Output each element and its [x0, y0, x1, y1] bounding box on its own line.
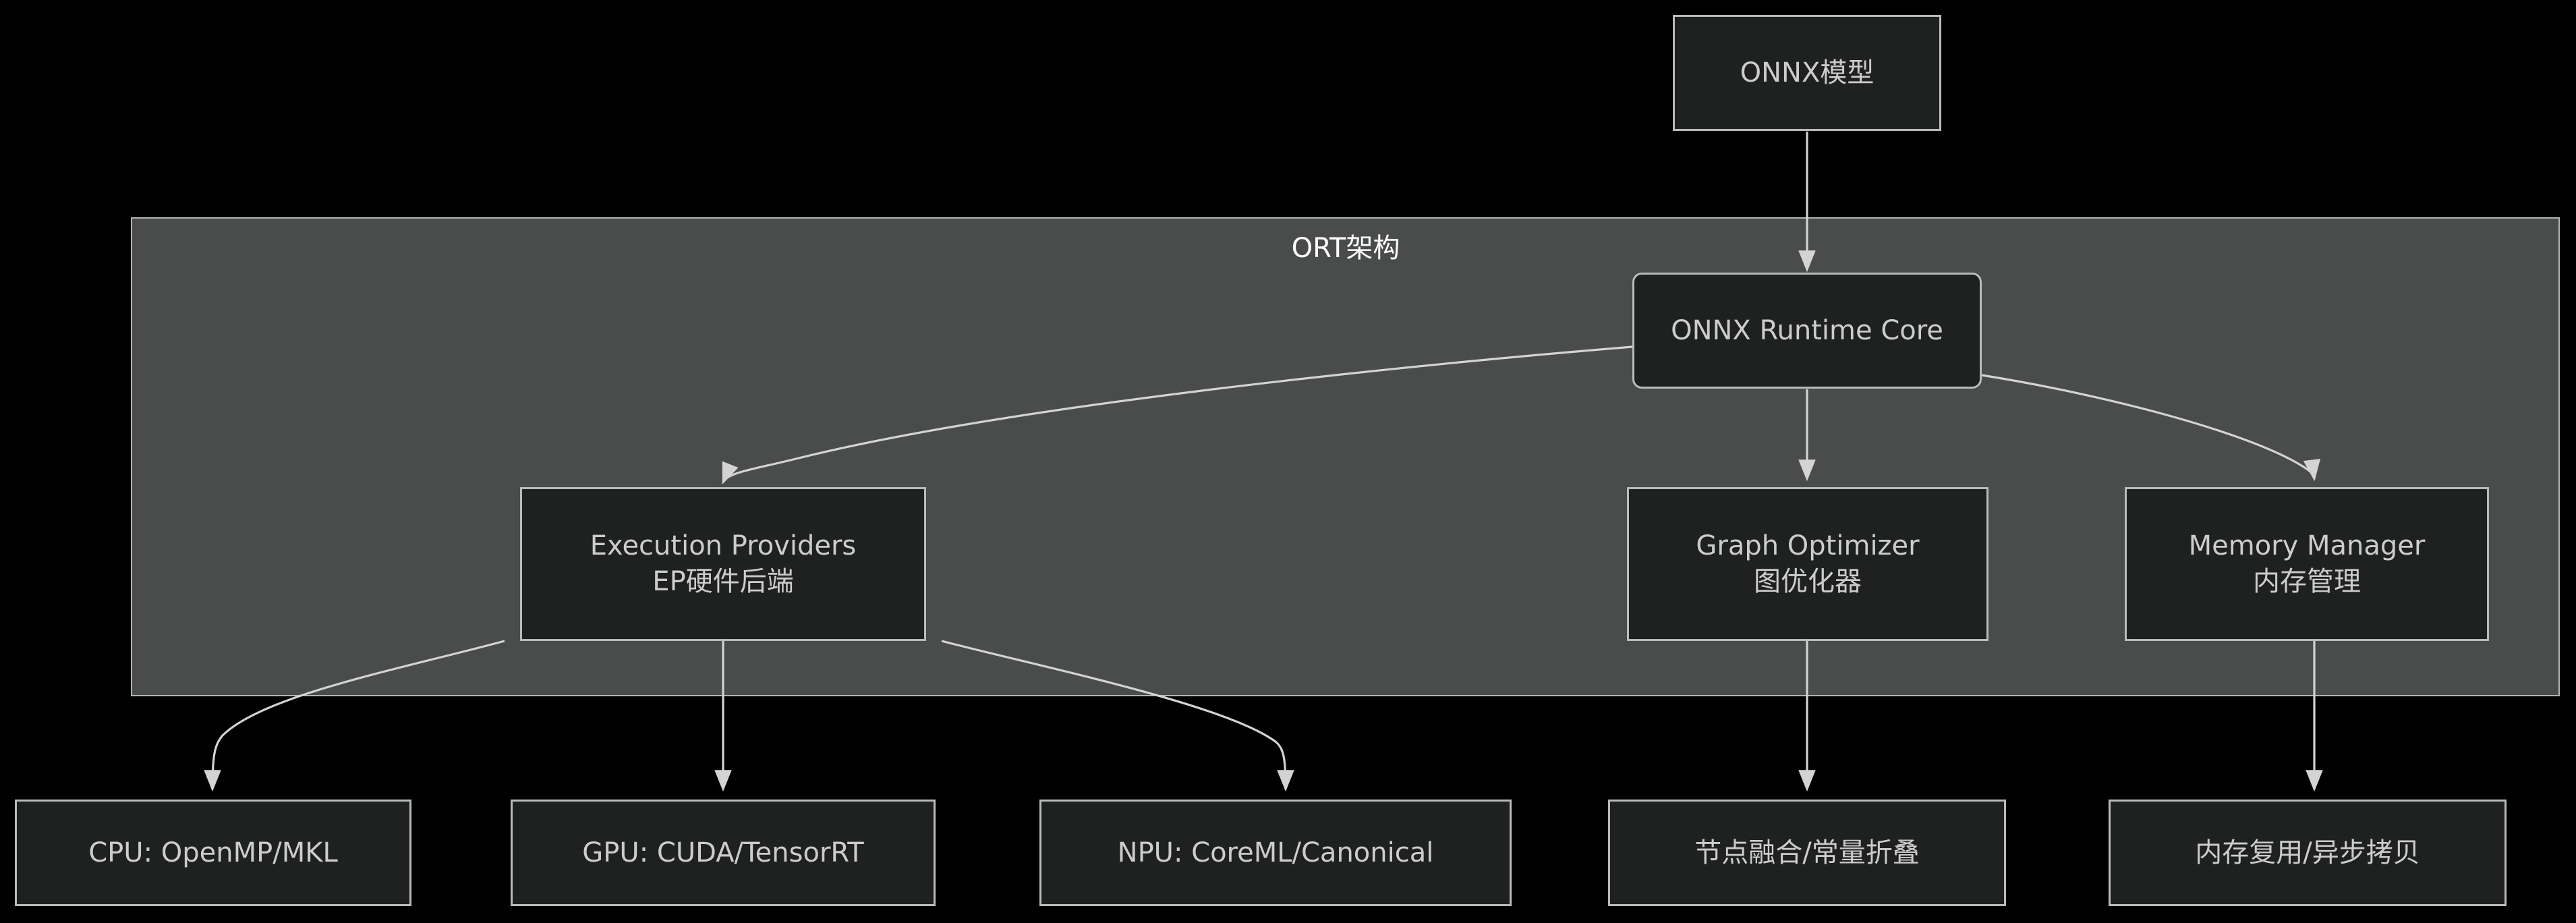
node-graph-optimizer-label-en: Graph Optimizer: [1696, 530, 1920, 562]
node-ort-core-label: ONNX Runtime Core: [1671, 314, 1943, 346]
node-cpu-ep[interactable]: CPU: OpenMP/MKL: [15, 800, 411, 906]
node-memory-manager[interactable]: Memory Manager 内存管理: [2125, 487, 2489, 641]
node-gpu-ep-label: GPU: CUDA/TensorRT: [582, 837, 864, 868]
node-onnx-model[interactable]: ONNX模型: [1673, 15, 1941, 131]
node-graph-passes[interactable]: 节点融合/常量折叠: [1608, 800, 2006, 906]
node-ort-core[interactable]: ONNX Runtime Core: [1632, 273, 1982, 389]
cluster-label-ort: ORT架构: [1291, 233, 1400, 264]
node-memory-passes-label: 内存复用/异步拷贝: [2195, 837, 2420, 868]
node-execution-providers-label-en: Execution Providers: [590, 530, 857, 562]
node-execution-providers[interactable]: Execution Providers EP硬件后端: [520, 487, 926, 641]
node-memory-manager-label-zh: 内存管理: [2253, 566, 2361, 597]
node-cpu-ep-label: CPU: OpenMP/MKL: [88, 837, 338, 868]
node-npu-ep[interactable]: NPU: CoreML/Canonical: [1039, 800, 1512, 906]
node-npu-ep-label: NPU: CoreML/Canonical: [1117, 837, 1434, 868]
node-graph-passes-label: 节点融合/常量折叠: [1694, 837, 1920, 868]
node-memory-passes[interactable]: 内存复用/异步拷贝: [2109, 800, 2507, 906]
node-memory-manager-label-en: Memory Manager: [2188, 530, 2426, 562]
node-graph-optimizer-label-zh: 图优化器: [1754, 566, 1862, 597]
node-gpu-ep[interactable]: GPU: CUDA/TensorRT: [511, 800, 936, 906]
node-onnx-model-label: ONNX模型: [1740, 57, 1874, 88]
node-graph-optimizer[interactable]: Graph Optimizer 图优化器: [1627, 487, 1988, 641]
node-execution-providers-label-zh: EP硬件后端: [652, 566, 794, 597]
